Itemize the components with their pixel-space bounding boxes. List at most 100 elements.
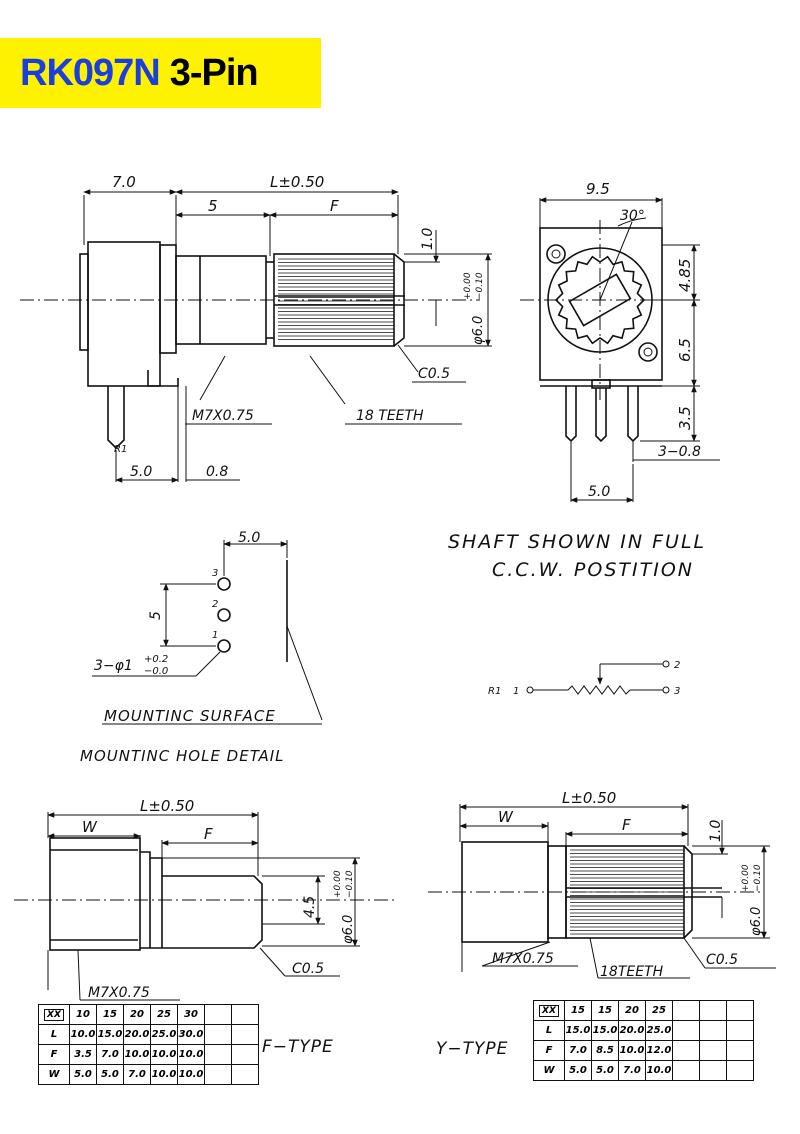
knurl-lines-y	[570, 849, 684, 935]
f-type-view: L±0.50 W F 4.5 φ6.0 +0.00 −0.10 C0.5 M7X…	[14, 797, 395, 1057]
f-table-cell: 10.0	[150, 1064, 178, 1085]
f-table-head-cell	[231, 1004, 259, 1025]
f-table-cell: 10.0	[177, 1064, 205, 1085]
f-type-table: XX 10 15 20 25 30 L 10.0 15.0 20.0 25.0 …	[38, 1004, 259, 1085]
f-table-cell: 10.0	[123, 1044, 151, 1065]
f-table-head-cell	[204, 1004, 232, 1025]
knurl-lines	[278, 258, 394, 340]
f-table-head-cell: 10	[69, 1004, 97, 1025]
y-dim-f: F	[622, 816, 631, 834]
f-dim-4-5: 4.5	[302, 896, 318, 918]
side-view: 9.5 30° 4.85 6.5 3.5 3−0.8 5.0	[520, 180, 720, 503]
schematic-symbol: R1 1 2 3	[488, 660, 680, 697]
f-table-head-cell: 30	[177, 1004, 205, 1025]
f-table-cell: 7.0	[96, 1044, 124, 1065]
f-table-cell: 20.0	[123, 1024, 151, 1045]
y-table-head-cell: 15	[591, 1000, 619, 1021]
dim-3-5: 3.5	[676, 406, 694, 430]
hole-tol-lower: −0.0	[144, 666, 168, 677]
dim-6-5: 6.5	[676, 338, 694, 362]
y-type-view: L±0.50 W F 1.0 φ6.0 +0.00 −0.10 C0.5 M7X…	[428, 789, 776, 1059]
dim-9-5: 9.5	[586, 180, 610, 198]
f-dim-f: F	[204, 825, 213, 843]
y-table-cell	[726, 1020, 754, 1041]
y-table-cell: 15.0	[564, 1020, 592, 1041]
f-thread: M7X0.75	[88, 985, 150, 1001]
y-table-cell: F	[533, 1040, 565, 1061]
f-table-cell: 5.0	[96, 1064, 124, 1085]
dim-length: L±0.50	[270, 173, 324, 191]
f-table-cell: 15.0	[96, 1024, 124, 1045]
knob-gear	[554, 255, 646, 345]
mounting-detail: 5.0 5 3 2 1 3−φ1 +0.2 −0.0 MOUNTINC SURF…	[80, 530, 323, 765]
y-table-cell	[699, 1020, 727, 1041]
thread-label: M7X0.75	[192, 408, 254, 424]
f-dim-w: W	[82, 818, 98, 836]
f-table-cell: W	[38, 1064, 70, 1085]
y-type-table: XX 15 15 20 25 L 15.0 15.0 20.0 25.0 F 7…	[533, 1000, 754, 1081]
y-table-cell: 10.0	[618, 1040, 646, 1061]
dim-5-0: 5.0	[130, 464, 152, 480]
f-dim-length: L±0.50	[140, 797, 194, 815]
f-table-cell: L	[38, 1024, 70, 1045]
y-dia-tol-lower: −0.10	[753, 864, 763, 892]
y-table-xx-cell: XX	[533, 1000, 565, 1021]
f-table-cell	[231, 1044, 259, 1065]
y-table-head-cell	[726, 1000, 754, 1021]
y-table-head-cell: 15	[564, 1000, 592, 1021]
f-table-cell: F	[38, 1044, 70, 1065]
hole-tol-upper: +0.2	[144, 654, 168, 665]
y-table-cell	[726, 1040, 754, 1061]
f-table-head-cell: 20	[123, 1004, 151, 1025]
front-view: 7.0 L±0.50 5 F 1.0 φ6.0 +0.00 −0.10 C0.5…	[20, 173, 492, 483]
y-table-cell: 7.0	[564, 1040, 592, 1061]
y-table-cell: 5.0	[564, 1060, 592, 1081]
schematic-pin3: 3	[674, 686, 680, 697]
f-chamfer: C0.5	[292, 961, 324, 977]
hole-spec: 3−φ1	[94, 658, 133, 674]
pin-label-1: 1	[212, 630, 218, 641]
f-table-cell: 10.0	[69, 1024, 97, 1045]
y-table-cell: 15.0	[591, 1020, 619, 1041]
y-table-row-w: W 5.0 5.0 7.0 10.0	[533, 1060, 754, 1081]
y-table-cell: 25.0	[645, 1020, 673, 1041]
y-table-cell: 5.0	[591, 1060, 619, 1081]
schematic-pin2: 2	[674, 660, 680, 671]
f-table-cell	[204, 1044, 232, 1065]
r1-label: R1	[114, 444, 127, 455]
y-dim-w: W	[498, 808, 514, 826]
dim-5: 5	[208, 197, 218, 215]
teeth-label: 18 TEETH	[356, 408, 424, 424]
f-table-cell: 10.0	[150, 1044, 178, 1065]
f-table-cell	[204, 1024, 232, 1045]
f-table-cell: 5.0	[69, 1064, 97, 1085]
y-table-head-cell: 25	[645, 1000, 673, 1021]
pin-count: 3-Pin	[169, 52, 259, 94]
f-table-cell: 10.0	[177, 1044, 205, 1065]
dia-tol-upper: +0.00	[463, 272, 473, 300]
schematic-r1: R1	[488, 686, 501, 697]
y-table-cell: L	[533, 1020, 565, 1041]
y-table-cell	[672, 1020, 700, 1041]
y-table-cell	[672, 1040, 700, 1061]
f-table-cell: 25.0	[150, 1024, 178, 1045]
f-table-cell	[231, 1024, 259, 1045]
y-chamfer: C0.5	[706, 952, 738, 968]
f-table-head-cell: 25	[150, 1004, 178, 1025]
f-dim-diameter: φ6.0	[341, 915, 356, 944]
f-table-row-w: W 5.0 5.0 7.0 10.0 10.0	[38, 1064, 259, 1085]
mounting-hole-2	[217, 608, 231, 622]
dim-f: F	[330, 197, 339, 215]
f-table-row-l: L 10.0 15.0 20.0 25.0 30.0	[38, 1024, 259, 1045]
y-table-row-f: F 7.0 8.5 10.0 12.0	[533, 1040, 754, 1061]
y-table-cell	[699, 1040, 727, 1061]
mount-dim-5-0: 5.0	[238, 530, 260, 546]
y-teeth: 18TEETH	[600, 964, 664, 980]
y-table-cell: 20.0	[618, 1020, 646, 1041]
y-table-cell: W	[533, 1060, 565, 1081]
mounting-surface-label: MOUNTINC SURFACE	[104, 707, 276, 725]
f-type-label: F−TYPE	[262, 1037, 334, 1057]
pins-dim: 3−0.8	[658, 444, 701, 460]
y-table-cell	[672, 1060, 700, 1081]
